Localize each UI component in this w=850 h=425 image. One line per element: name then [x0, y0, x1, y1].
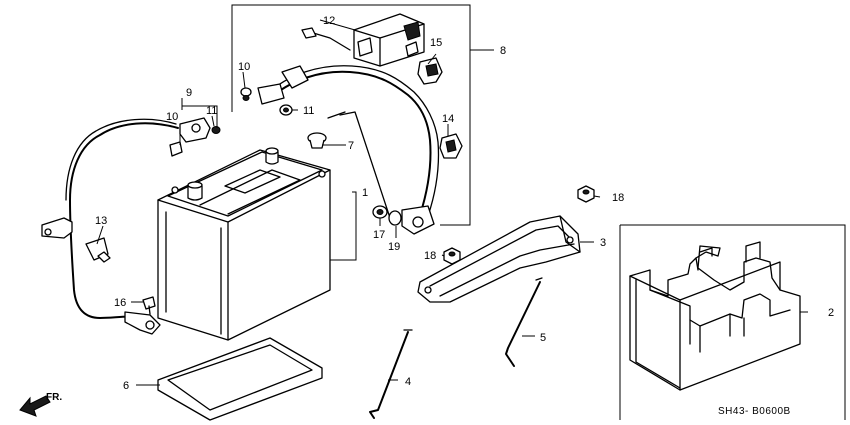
- callout-3: 3: [600, 237, 606, 249]
- callout-15: 15: [430, 37, 442, 49]
- callout-19: 19: [388, 241, 400, 253]
- callout-13: 13: [95, 215, 107, 227]
- callout-2: 2: [828, 307, 834, 319]
- callout-labels: 1 2 3 4 5 6 7 8 9 10 10 11 11 12 13 14 1…: [95, 15, 834, 392]
- callout-6: 6: [123, 380, 129, 392]
- callout-18-upper: 18: [612, 192, 624, 204]
- leader-lines: [96, 19, 808, 386]
- hold-down-rod-5: [505, 277, 543, 367]
- battery-box: [629, 241, 801, 391]
- clip-15: [417, 57, 443, 85]
- callout-14: 14: [442, 113, 454, 125]
- callout-18-lower: 18: [424, 250, 436, 262]
- nut-18-upper: [577, 185, 595, 203]
- callout-5: 5: [540, 332, 546, 344]
- callout-1: 1: [362, 187, 368, 199]
- callout-10-lower: 10: [166, 111, 178, 123]
- diagram-code: SH43- B0600B: [718, 406, 791, 417]
- nut-11-harness: [279, 104, 293, 116]
- positive-harness: [257, 27, 440, 235]
- front-direction-arrow: [19, 395, 51, 417]
- callout-16: 16: [114, 297, 126, 309]
- front-direction-label: FR.: [46, 392, 62, 403]
- battery: [157, 147, 331, 341]
- callout-10-upper: 10: [238, 61, 250, 73]
- callout-17: 17: [373, 229, 385, 241]
- fuse-box: [353, 13, 425, 67]
- ground-terminal-clamp: [169, 117, 221, 157]
- battery-tray-pad: [157, 337, 323, 421]
- bolt-16: [142, 296, 156, 315]
- callout-4: 4: [405, 376, 411, 388]
- bolt-10-upper: [240, 87, 252, 101]
- ground-cable: [41, 118, 179, 335]
- battery-box-group-frame: [619, 224, 846, 420]
- callout-9: 9: [186, 87, 192, 99]
- battery-holder-bracket: [417, 215, 581, 303]
- harness-group-frame: [231, 4, 471, 226]
- terminal-cap: [307, 132, 327, 149]
- clip-14: [439, 133, 463, 159]
- callout-8: 8: [500, 45, 506, 57]
- callout-11-left: 11: [206, 105, 217, 117]
- nut-17: [372, 205, 388, 219]
- hold-down-rod-4: [369, 329, 413, 419]
- washer-19: [388, 210, 402, 226]
- callout-11-right: 11: [303, 105, 314, 117]
- bolt-13: [85, 237, 111, 263]
- callout-7: 7: [348, 140, 354, 152]
- callout-12: 12: [323, 15, 335, 27]
